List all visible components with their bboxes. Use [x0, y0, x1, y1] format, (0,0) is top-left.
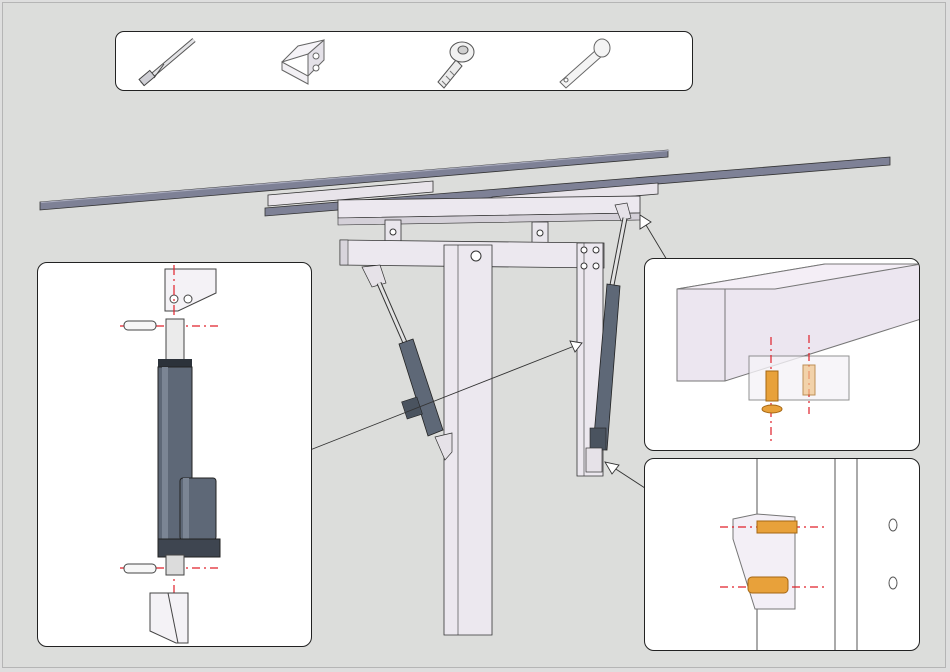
top-bracket-callout — [644, 258, 920, 451]
mounting-bracket-icon — [274, 34, 344, 90]
hinge-bracket-right — [532, 222, 548, 244]
main-beam — [338, 196, 640, 225]
actuator-detail-callout — [37, 262, 312, 647]
linear-actuator-icon — [134, 34, 204, 90]
socket-head-bolt-icon — [416, 34, 486, 90]
clevis-pin-icon — [552, 34, 622, 90]
top-bracket-bolts-view — [645, 259, 920, 451]
post-bracket-callout — [644, 458, 920, 651]
parts-list-box — [115, 31, 693, 91]
actuator-left — [362, 265, 452, 460]
post-bracket-bolts-view — [645, 459, 920, 651]
actuator-exploded-view — [38, 263, 312, 647]
